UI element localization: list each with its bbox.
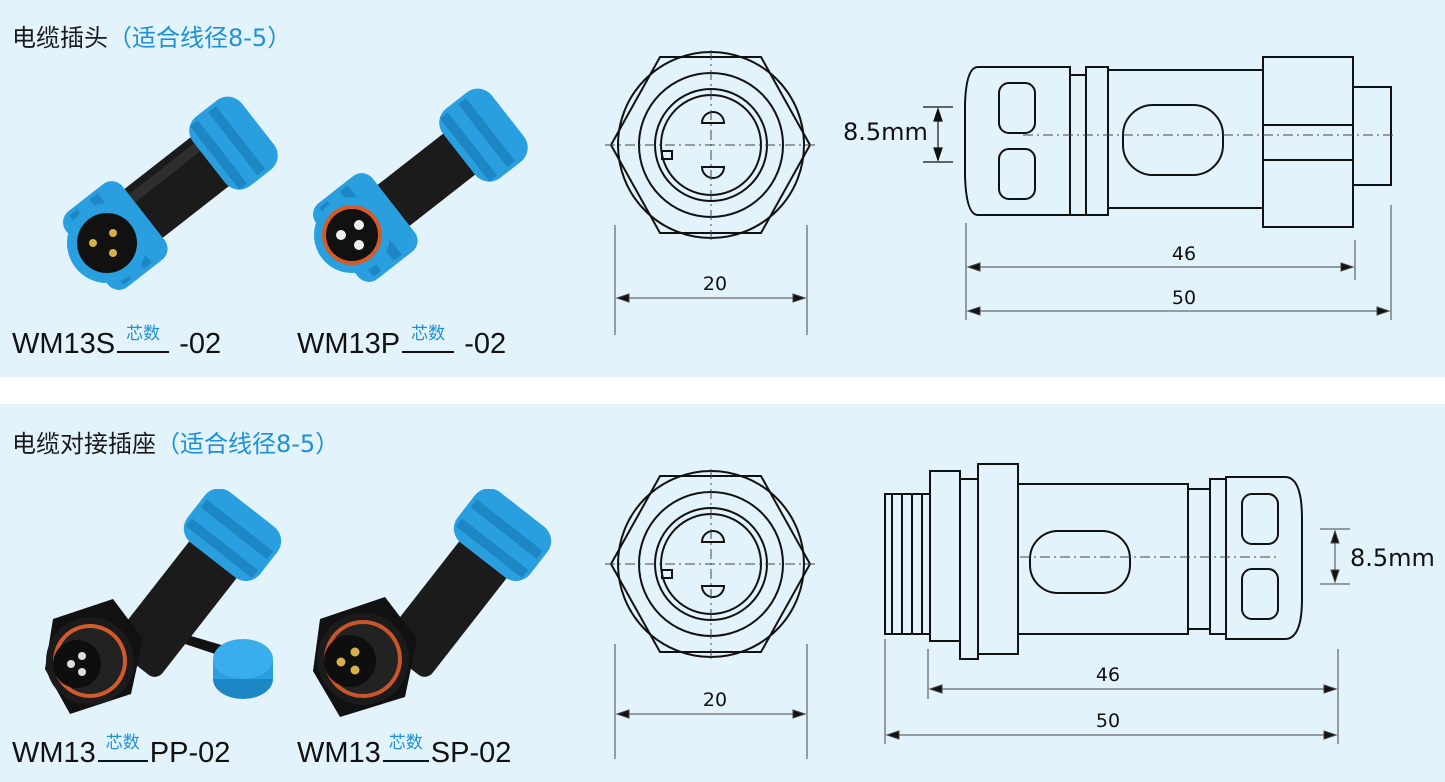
diameter-label: 8.5mm (1350, 544, 1435, 572)
cores-blank: 芯数 (97, 733, 148, 762)
model-suffix: SP-02 (430, 737, 512, 769)
dim-50-label: 50 (1096, 710, 1120, 732)
side-view-drawing: 8.5mm 46 50 (884, 463, 1435, 744)
model-prefix: WM13 (297, 737, 381, 769)
title-subtitle: （适合线径8-5） (156, 430, 340, 458)
dim-46-label: 46 (1172, 243, 1196, 265)
cores-label: 芯数 (105, 733, 140, 753)
width-dim-label: 20 (703, 689, 727, 711)
cores-label: 芯数 (411, 324, 446, 344)
socket-sp-photo (313, 489, 552, 717)
title-text: 电缆对接插座 (12, 430, 156, 458)
plug-female-photo (313, 88, 528, 282)
title-subtitle: （适合线径8-5） (108, 24, 292, 52)
dim-50-label: 50 (1172, 287, 1196, 309)
model-prefix: WM13P (297, 328, 401, 360)
cores-blank: 芯数 (117, 324, 170, 353)
front-view-drawing: 20 (605, 50, 817, 335)
socket-section: 电缆对接插座（适合线径8-5） (0, 404, 1445, 782)
width-dim-label: 20 (703, 273, 727, 295)
plug-section: 电缆插头（适合线径8-5） (0, 0, 1445, 377)
cores-blank: 芯数 (382, 733, 429, 762)
cores-label: 芯数 (126, 324, 161, 344)
model-suffix: -02 (171, 328, 222, 360)
cores-blank: 芯数 (402, 324, 455, 353)
diameter-label: 8.5mm (843, 118, 928, 146)
plug-male-photo (63, 96, 278, 290)
model-prefix: WM13 (12, 737, 96, 769)
model-suffix: -02 (456, 328, 507, 360)
model-prefix: WM13S (12, 328, 116, 360)
section-title: 电缆对接插座（适合线径8-5） (12, 424, 339, 459)
front-view-drawing: 20 (605, 469, 817, 759)
section-title: 电缆插头（适合线径8-5） (12, 18, 291, 53)
socket-pp-photo (45, 489, 282, 714)
dim-46-label: 46 (1096, 664, 1120, 686)
cores-label: 芯数 (388, 733, 423, 753)
title-text: 电缆插头 (12, 24, 108, 52)
model-suffix: PP-02 (149, 737, 231, 769)
model-code-wm13-sp: WM13 芯数 SP-02 (297, 733, 512, 770)
model-code-wm13s: WM13S 芯数 -02 (12, 324, 222, 361)
model-code-wm13p: WM13P 芯数 -02 (297, 324, 507, 361)
model-code-wm13-pp: WM13 芯数 PP-02 (12, 733, 231, 770)
side-view-drawing: 8.5mm (843, 56, 1393, 320)
